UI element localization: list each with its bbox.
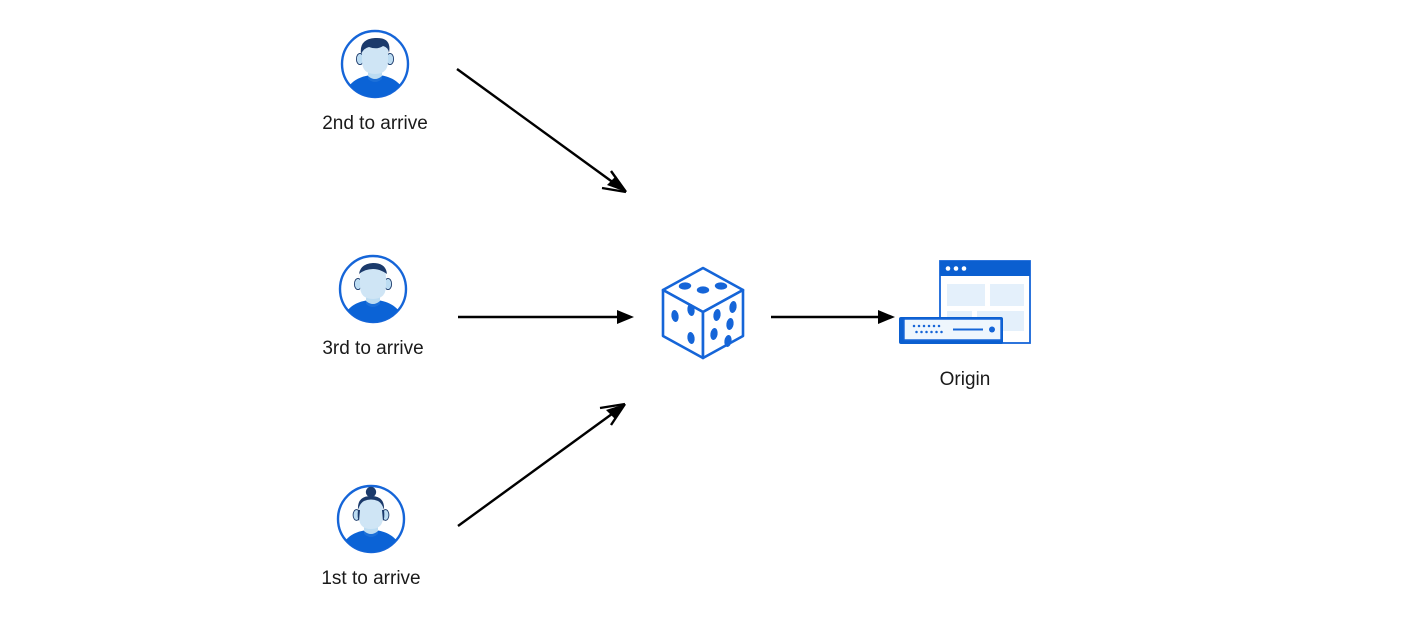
origin-label: Origin [939,369,991,390]
arrow-1st-to-dice [457,402,626,527]
arrow-3rd-to-dice [458,310,634,324]
origin-node[interactable]: Origin [880,255,1050,392]
user-node-2nd[interactable]: 2nd to arrive [285,28,465,136]
dice-node[interactable] [655,262,751,366]
user-label-2nd: 2nd to arrive [322,113,428,134]
user-avatar-icon [340,29,410,99]
user-label-1st: 1st to arrive [321,568,421,589]
user-node-1st[interactable]: 1st to arrive [281,483,461,591]
user-node-3rd[interactable]: 3rd to arrive [283,253,463,361]
arrow-2nd-to-dice [456,68,627,194]
user-avatar-icon [338,254,408,324]
user-avatar-icon [336,484,406,554]
user-label-3rd: 3rd to arrive [322,338,424,359]
arrow-dice-to-origin [771,310,895,324]
server-appliance-icon [899,317,1003,344]
origin-server-icon [899,260,1031,344]
dice-icon [661,266,745,360]
